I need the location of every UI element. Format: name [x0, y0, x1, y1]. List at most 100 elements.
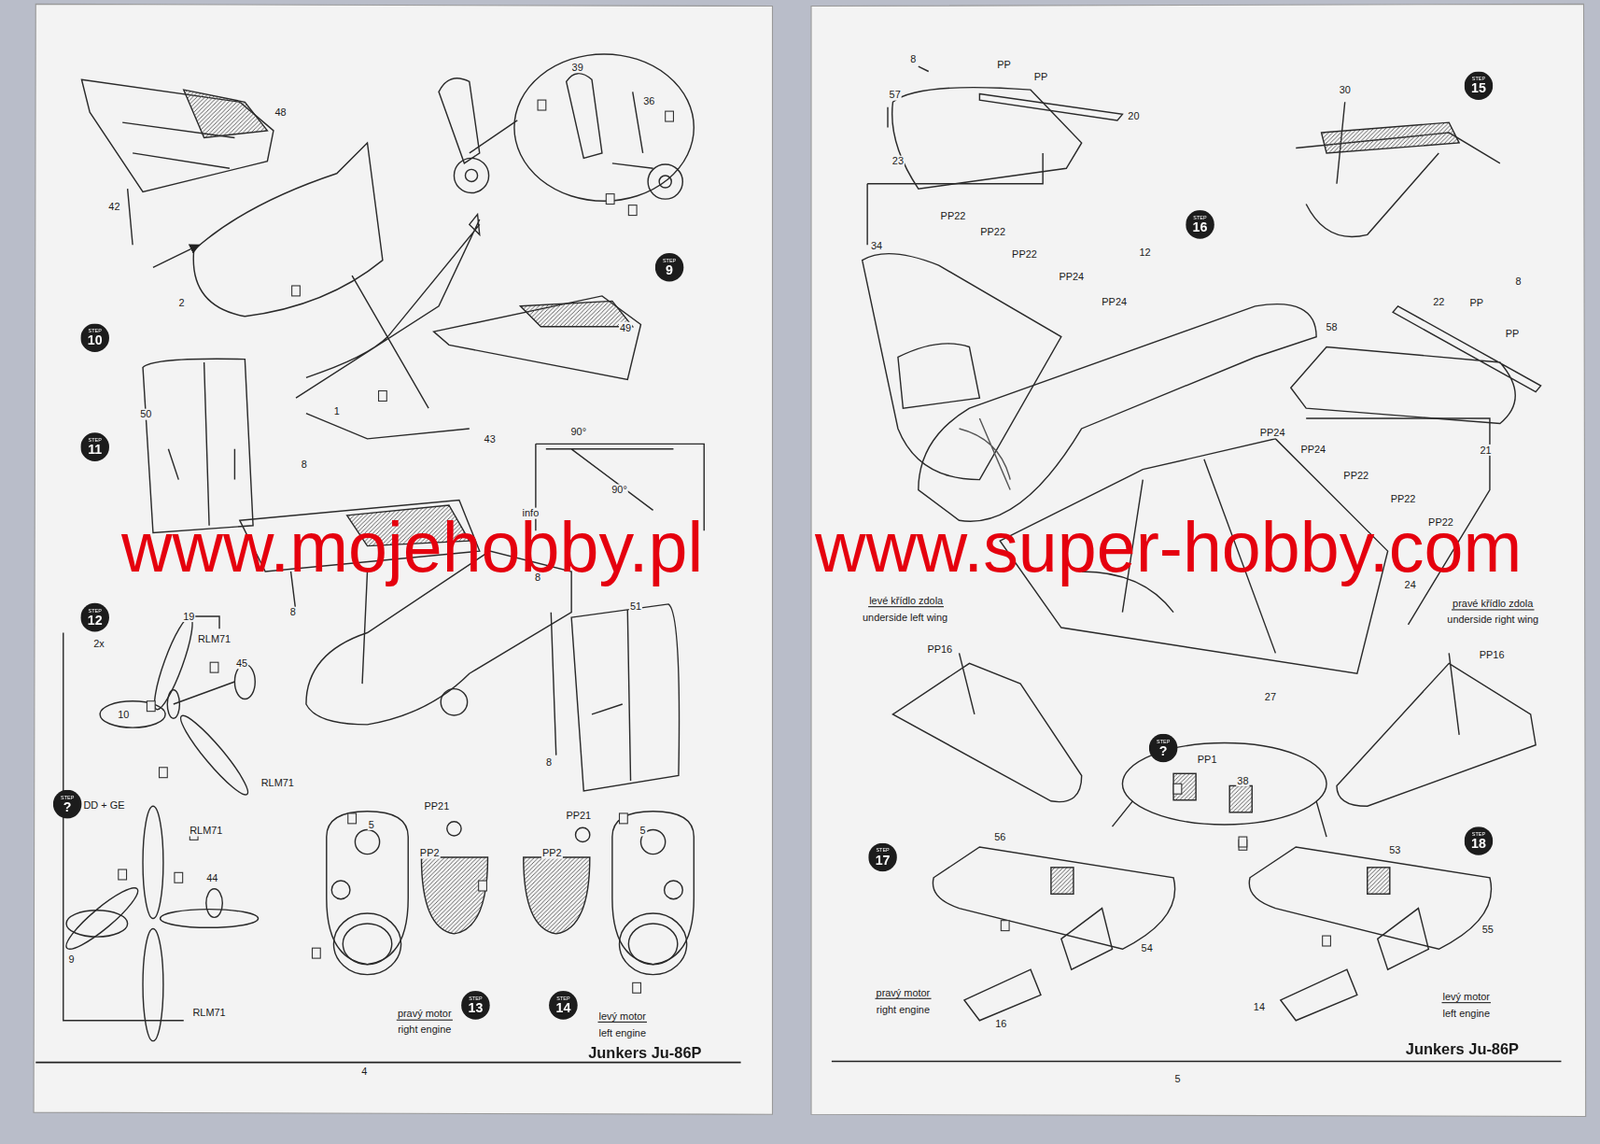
- callout-number: 22: [1431, 295, 1446, 308]
- callout-number: PP22: [1389, 492, 1418, 505]
- callout-number: 57: [887, 89, 901, 101]
- step-badge: STEP15: [1464, 70, 1494, 100]
- callout-number: 58: [1324, 321, 1338, 333]
- step-number: 11: [87, 442, 102, 457]
- kit-title: Junkers Ju-86P: [1404, 1039, 1520, 1057]
- callout-number: PP: [1468, 297, 1485, 309]
- step-badge: STEP13: [461, 990, 491, 1020]
- callout-number: 4: [360, 1065, 368, 1077]
- callout-number: PP21: [564, 809, 592, 821]
- caption: pravý motor: [396, 1008, 453, 1021]
- step-badge: STEP16: [1185, 210, 1215, 239]
- callout-number: 44: [205, 871, 219, 884]
- callout-number: RLM71: [191, 1006, 226, 1018]
- callout-number: PP2: [419, 847, 441, 859]
- watermark: www.mojehobby.pl: [121, 508, 703, 587]
- callout-number: RLM71: [196, 632, 232, 645]
- callout-number: 36: [642, 95, 656, 107]
- callout-number: PP16: [1478, 649, 1506, 661]
- callout-number: 34: [870, 239, 884, 252]
- callout-number: PP: [1504, 327, 1521, 339]
- callout-number: 55: [1481, 924, 1495, 936]
- callout-number: underside right wing: [1445, 613, 1540, 625]
- callout-number: 48: [273, 106, 287, 118]
- callout-number: PP22: [1010, 248, 1039, 260]
- callout-number: 30: [1338, 84, 1352, 96]
- callout-number: 8: [545, 756, 553, 768]
- callout-number: 51: [629, 600, 643, 612]
- callout-number: 5: [639, 825, 647, 837]
- callout-number: PP24: [1100, 295, 1128, 308]
- step-number: 10: [87, 333, 103, 348]
- step-number: 9: [665, 262, 674, 277]
- step-number: 15: [1471, 81, 1487, 96]
- callout-number: 24: [1403, 578, 1418, 590]
- variant-note: DD + GE: [82, 799, 126, 811]
- callout-number: 90°: [569, 425, 588, 437]
- callout-number: 39: [571, 61, 585, 73]
- callout-number: 45: [235, 657, 249, 669]
- step-number: 14: [555, 999, 571, 1014]
- callout-number: PP24: [1259, 426, 1287, 438]
- watermark: www.super-hobby.com: [814, 508, 1522, 587]
- step-number: 18: [1471, 836, 1487, 851]
- callout-number: 56: [993, 830, 1007, 843]
- callout-number: 9: [67, 953, 75, 965]
- callout-number: 16: [994, 1017, 1008, 1029]
- callout-number: 54: [1139, 941, 1153, 954]
- callout-number: 8: [1514, 276, 1522, 288]
- callout-number: 20: [1126, 111, 1140, 123]
- callout-number: 5: [1173, 1072, 1181, 1084]
- callout-number: RLM71: [260, 776, 295, 788]
- step-number: 16: [1192, 219, 1208, 234]
- callout-number: PP: [1033, 70, 1050, 83]
- step-badge: STEP9: [655, 252, 685, 282]
- callout-number: 10: [116, 708, 130, 720]
- callout-number: 8: [909, 53, 917, 65]
- callout-number: RLM71: [188, 825, 224, 837]
- callout-number: PP2: [541, 847, 563, 859]
- callout-number: 2: [177, 297, 185, 309]
- callout-number: 42: [107, 200, 121, 212]
- callout-number: PP24: [1057, 270, 1085, 282]
- callout-number: 21: [1478, 444, 1492, 456]
- caption: levý motor: [597, 1010, 647, 1023]
- step-number: ?: [63, 799, 72, 814]
- callout-number: 27: [1263, 690, 1278, 702]
- step-badge: STEP17: [868, 842, 898, 872]
- caption: pravé křídlo zdola: [1451, 597, 1534, 610]
- kit-title: Junkers Ju-86P: [587, 1044, 702, 1062]
- callout-number: 14: [1252, 1001, 1266, 1013]
- step-badge: STEP?: [53, 789, 83, 819]
- callout-number: PP22: [939, 210, 967, 223]
- callout-number: PP24: [1299, 443, 1327, 455]
- callout-number: 23: [891, 155, 905, 168]
- callout-number: right engine: [396, 1024, 452, 1036]
- step-number: 13: [467, 999, 483, 1014]
- caption: pravý motor: [874, 986, 931, 999]
- callout-number: 53: [1388, 843, 1402, 856]
- callout-number: 1: [333, 405, 341, 417]
- callout-number: PP22: [1342, 469, 1370, 481]
- step-badge: STEP14: [548, 990, 578, 1020]
- step-badge: STEP12: [80, 603, 110, 632]
- step-number: ?: [1159, 743, 1168, 758]
- callout-number: 12: [1137, 246, 1151, 258]
- callout-number: 43: [483, 433, 497, 445]
- callout-number: PP22: [979, 225, 1007, 238]
- callout-number: left engine: [1441, 1007, 1491, 1019]
- step-badge: STEP?: [1149, 733, 1179, 763]
- step-badge: STEP10: [80, 322, 110, 352]
- callout-number: PP16: [926, 643, 954, 655]
- callout-number: 38: [1235, 774, 1250, 786]
- caption: levé křídlo zdola: [868, 594, 944, 607]
- step-badge: STEP18: [1464, 826, 1494, 856]
- caption: levý motor: [1441, 990, 1491, 1003]
- callout-number: 8: [289, 606, 297, 618]
- callout-number: 90°: [610, 484, 629, 496]
- callout-number: 50: [139, 408, 153, 421]
- step-number: 17: [875, 852, 891, 867]
- callout-number: PP: [996, 58, 1012, 71]
- callout-number: 2x: [92, 638, 106, 650]
- callout-number: 49: [618, 322, 632, 334]
